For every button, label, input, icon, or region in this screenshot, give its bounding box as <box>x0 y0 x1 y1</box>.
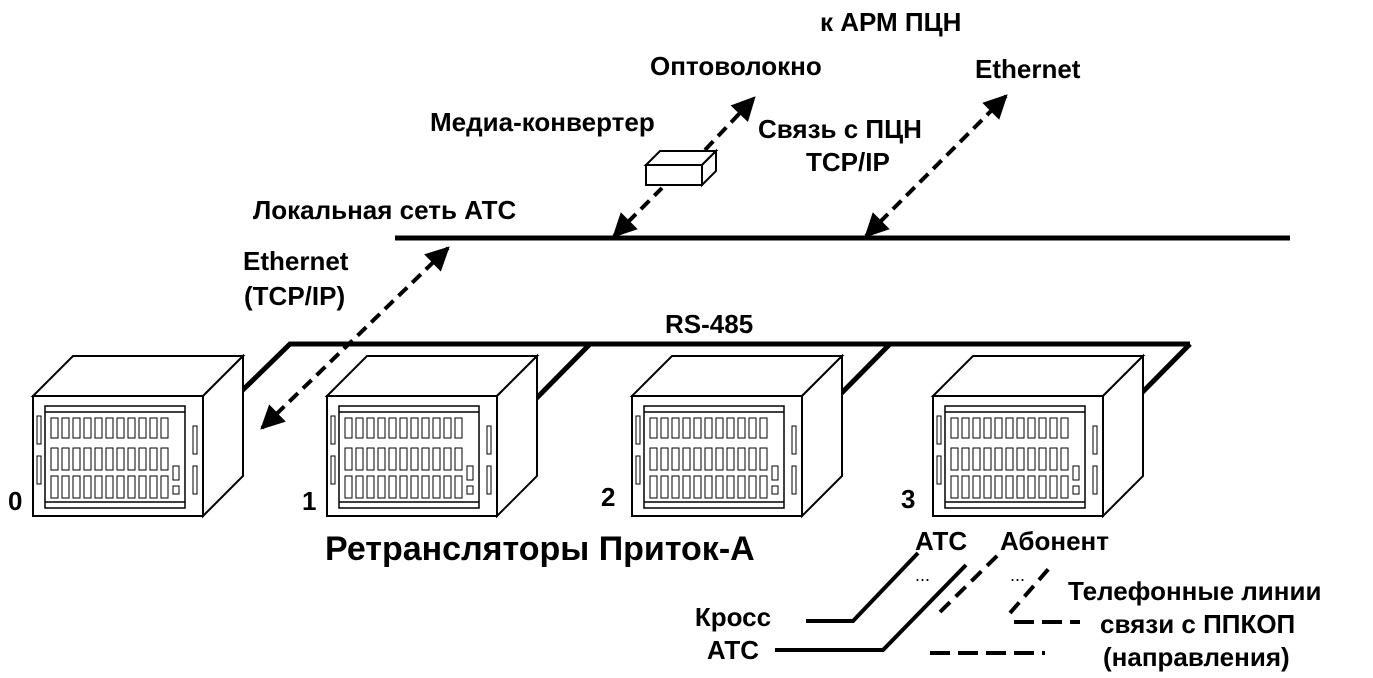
repeater-unit-3 <box>932 355 1144 517</box>
fiber-link-lower <box>612 186 664 238</box>
media-converter-box <box>643 148 719 188</box>
lan-label: Локальная сеть АТС <box>253 195 517 225</box>
repeater-unit-1 <box>326 355 538 517</box>
ethernet-top-link <box>864 94 1008 238</box>
rs485-label: RS-485 <box>665 309 754 339</box>
cross-line-solid-2 <box>775 563 968 652</box>
fiber-label: Оптоволокно <box>650 51 822 81</box>
link-pcn-label-line1: Связь с ПЦН <box>758 114 922 144</box>
phone-lines-label-line3: (направления) <box>1103 642 1290 672</box>
phone-lines-label-line1: Телефонные линии <box>1068 576 1322 606</box>
repeater-unit-0 <box>32 355 244 517</box>
media-converter-label: Медиа-конвертер <box>430 107 655 137</box>
subscriber-line-dashed-1 <box>938 551 1002 614</box>
repeaters-label: Ретрансляторы Приток-А <box>325 530 755 568</box>
ethernet-left-link <box>260 246 450 430</box>
dots-ats: ... <box>915 565 931 585</box>
arm-pcn-label: к АРМ ПЦН <box>820 7 962 37</box>
subscriber-label: Абонент <box>1000 526 1109 556</box>
unit-number-1: 1 <box>302 486 317 516</box>
repeater-unit-2 <box>631 355 843 517</box>
ethernet-left-label-line1: Ethernet <box>243 246 349 276</box>
unit-number-2: 2 <box>601 482 616 512</box>
cross-line-solid-1 <box>806 551 920 623</box>
cross-ats-label-line1: Кросс <box>694 602 772 632</box>
subscriber-line-dashed-3 <box>1008 563 1054 615</box>
link-pcn-label-line2: TCP/IP <box>806 147 890 177</box>
cross-ats-label-line2: АТС <box>706 635 760 665</box>
phone-lines-label-line2: связи с ППКОП <box>1100 609 1296 639</box>
dots-subscriber: ... <box>1010 565 1026 585</box>
ats-label: АТС <box>915 526 968 556</box>
ethernet-left-label-line2: (TCP/IP) <box>244 281 346 311</box>
fiber-link-upper <box>703 96 756 152</box>
unit-number-3: 3 <box>901 484 916 514</box>
unit-number-0: 0 <box>8 486 23 516</box>
ethernet-top-label: Ethernet <box>975 54 1081 84</box>
